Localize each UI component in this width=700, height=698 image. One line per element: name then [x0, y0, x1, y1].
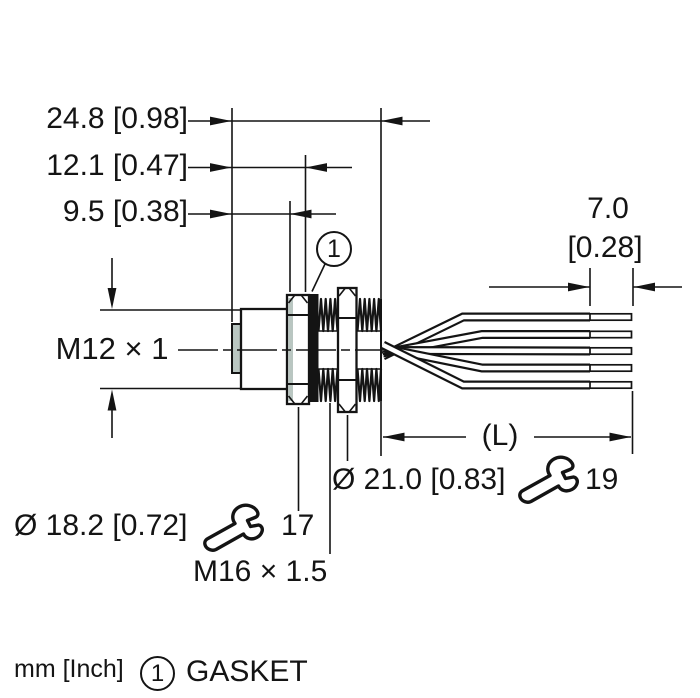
wire-tip	[589, 346, 633, 356]
wrench-19-icon	[518, 455, 579, 504]
wrench-17-icon	[203, 503, 264, 552]
label-wrench-size-front: 17	[281, 509, 315, 542]
dim-to-gasket: 12.1 [0.47]	[46, 149, 188, 182]
label-hex-diameter: Ø 18.2 [0.72]	[14, 509, 188, 542]
legend-callout-badge: 1	[140, 656, 175, 691]
label-wrench-size-rear: 19	[585, 463, 619, 496]
label-rear-thread: M16 × 1.5	[193, 555, 328, 588]
dimension-lines	[107, 116, 682, 442]
wires	[380, 312, 633, 390]
label-locknut-diameter: Ø 21.0 [0.83]	[332, 463, 506, 496]
wire	[382, 343, 590, 373]
gasket-shape	[309, 294, 319, 402]
dim-wire-strip-inch: [0.28]	[567, 231, 643, 264]
gasket-callout-number: 1	[327, 234, 341, 263]
dim-wire-strip-mm: 7.0	[587, 192, 629, 225]
legend-gasket-label: GASKET	[186, 655, 308, 688]
wire	[380, 340, 590, 390]
wire	[381, 312, 590, 361]
thread-section-front	[317, 297, 339, 403]
dim-overall-length: 24.8 [0.98]	[46, 102, 188, 135]
wire-tip	[589, 363, 633, 373]
leader-lines	[297, 263, 349, 554]
dim-cable-length: (L)	[481, 419, 519, 452]
wire-tip	[589, 330, 633, 339]
wire-tip	[589, 380, 633, 390]
legend-callout-number: 1	[150, 659, 165, 687]
label-front-thread: M12 × 1	[55, 331, 169, 366]
legend-units: mm [Inch]	[14, 655, 124, 683]
coupling-body	[239, 307, 292, 391]
dim-to-hex-face: 9.5 [0.38]	[62, 195, 188, 228]
wire-tip	[589, 312, 633, 322]
gasket-callout-badge: 1	[316, 231, 352, 267]
